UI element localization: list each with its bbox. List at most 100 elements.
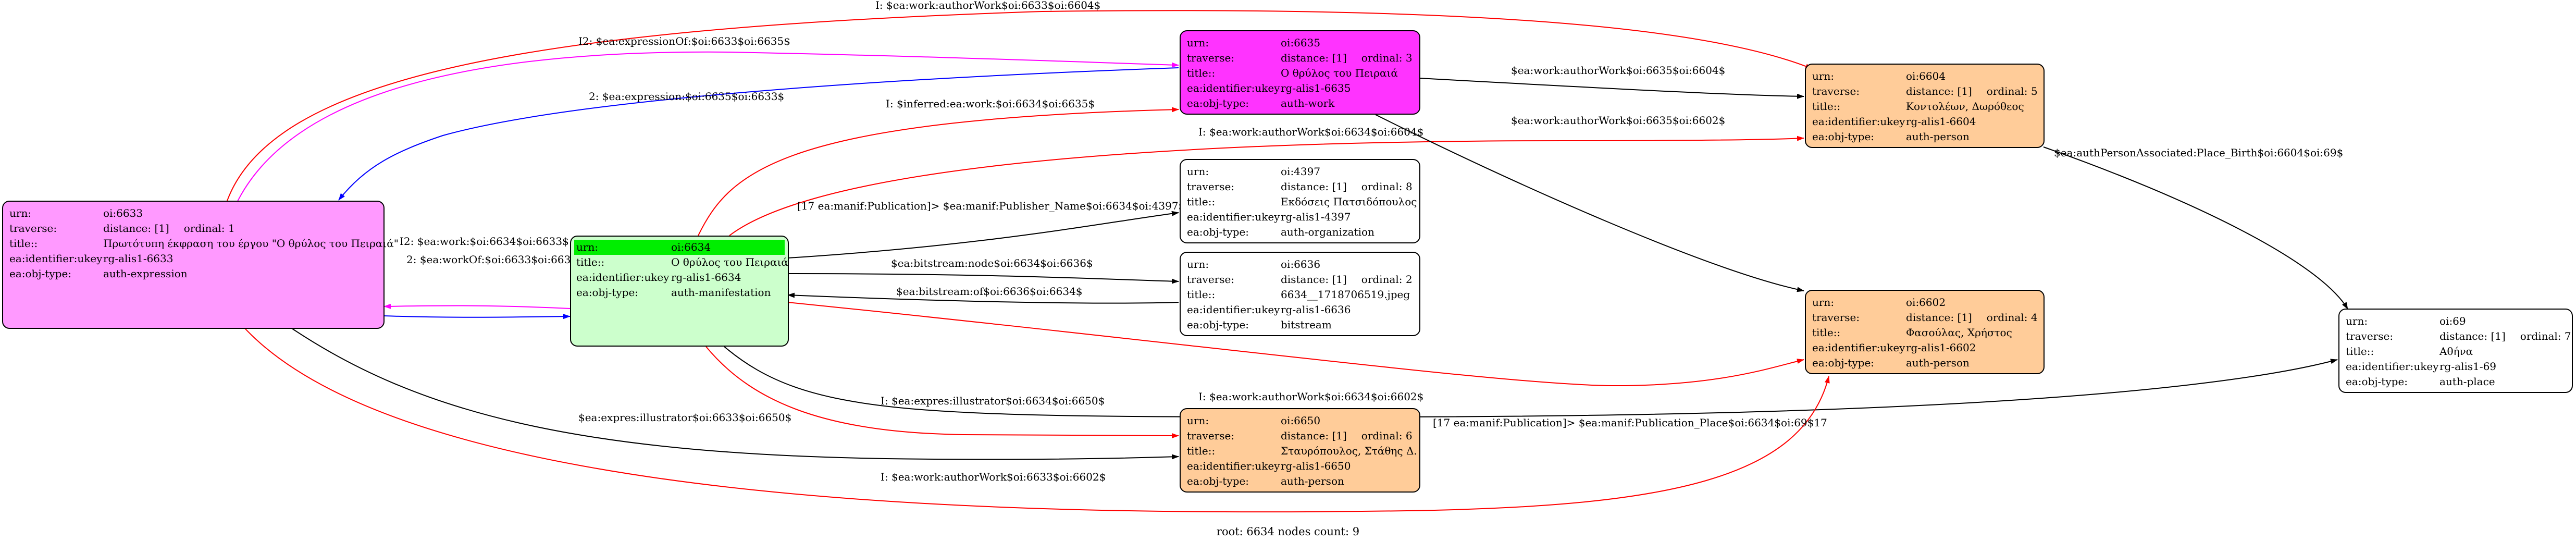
node-identifier: rg-alis1-6636 <box>1281 303 1351 316</box>
edge-label: [17 ea:manif:Publication]> $ea:manif:Pub… <box>1433 416 1827 429</box>
node-oi-4397[interactable]: urn:oi:4397 traverse:distance: [1]ordina… <box>1180 159 1420 243</box>
field-label-objtype: ea:obj-type: <box>1812 356 1875 369</box>
field-label-urn: urn: <box>1187 414 1209 427</box>
node-oi-6634-root[interactable]: urn:oi:6634 title::Ο θρύλος του Πειραιά … <box>570 236 789 347</box>
node-ordinal: ordinal: 3 <box>1361 52 1413 64</box>
edge-label: I: $ea:work:authorWork$oi:6633$oi:6604$ <box>875 0 1100 11</box>
field-label-traverse: traverse: <box>1812 311 1860 324</box>
edge-label: 2: $ea:expression:$oi:6635$oi:6633$ <box>589 90 784 103</box>
node-identifier: rg-alis1-6635 <box>1281 82 1351 94</box>
node-identifier: rg-alis1-6604 <box>1906 115 1976 128</box>
edge-label: [17 ea:manif:Publication]> $ea:manif:Pub… <box>797 200 1198 212</box>
node-distance: distance: [1] <box>103 222 169 235</box>
edge-6635-6602-authorwork <box>1375 114 1804 292</box>
footer-caption: root: 6634 nodes count: 9 <box>1216 525 1360 538</box>
field-label-title: title:: <box>1187 195 1216 208</box>
edge-6634-69-publication-place <box>724 346 2338 418</box>
field-label-urn: urn: <box>1187 36 1209 49</box>
field-label-identifier: ea:identifier:ukey <box>1812 341 1905 354</box>
edge-6635-6604-authorwork <box>1419 78 1804 99</box>
edge-label: I: $inferred:ea:work:$oi:6634$oi:6635$ <box>886 97 1095 110</box>
edge-label: $ea:bitstream:node$oi:6634$oi:6636$ <box>891 257 1093 269</box>
node-title: 6634__1718706519.jpeg <box>1281 288 1410 301</box>
node-ordinal: ordinal: 7 <box>2520 330 2571 342</box>
node-title: Πρωτότυπη έκφραση του έργου "Ο θρύλος το… <box>103 237 399 250</box>
edge-6633-6634-workof <box>383 314 571 319</box>
node-urn: oi:6650 <box>1281 414 1321 427</box>
node-oi-6633[interactable]: urn:oi:6633 traverse:distance: [1]ordina… <box>2 201 399 329</box>
edge-label: I: $ea:work:authorWork$oi:6634$oi:6604$ <box>1198 126 1423 138</box>
edge-6634-6635-inferred-work <box>698 107 1179 236</box>
node-distance: distance: [1] <box>1281 52 1347 64</box>
node-distance: distance: [1] <box>1281 429 1347 442</box>
node-urn: oi:6633 <box>103 207 143 219</box>
field-label-identifier: ea:identifier:ukey <box>1187 82 1280 94</box>
edge-6634-6633-work <box>383 303 571 309</box>
node-oi-6635[interactable]: urn:oi:6635 traverse:distance: [1]ordina… <box>1180 30 1420 115</box>
node-oi-6604[interactable]: urn:oi:6604 traverse:distance: [1]ordina… <box>1805 64 2045 148</box>
field-label-urn: urn: <box>2346 315 2368 327</box>
node-distance: distance: [1] <box>1906 311 1972 324</box>
node-oi-6602[interactable]: urn:oi:6602 traverse:distance: [1]ordina… <box>1805 290 2045 374</box>
node-identifier: rg-alis1-6633 <box>103 252 174 265</box>
field-label-identifier: ea:identifier:ukey <box>1187 211 1280 223</box>
node-distance: distance: [1] <box>2439 330 2506 342</box>
field-label-identifier: ea:identifier:ukey <box>9 252 103 265</box>
field-label-objtype: ea:obj-type: <box>2346 375 2408 388</box>
field-label-objtype: ea:obj-type: <box>9 267 72 280</box>
edge-label: I: $ea:expres:illustrator$oi:6634$oi:665… <box>881 395 1105 407</box>
edge-label: I: $ea:work:authorWork$oi:6633$oi:6602$ <box>881 471 1106 483</box>
node-ordinal: ordinal: 5 <box>1986 85 2038 97</box>
field-label-title: title:: <box>9 237 38 250</box>
node-identifier: rg-alis1-4397 <box>1281 211 1351 223</box>
node-oi-6636[interactable]: urn:oi:6636 traverse:distance: [1]ordina… <box>1180 252 1420 336</box>
node-oi-6650[interactable]: urn:oi:6650 traverse:distance: [1]ordina… <box>1180 408 1420 493</box>
edge-label: $ea:bitstream:of$oi:6636$oi:6634$ <box>896 285 1083 298</box>
edge-6634-6602-authorwork <box>787 302 1804 387</box>
field-label-title: title:: <box>1187 288 1216 301</box>
node-urn: oi:6634 <box>671 240 783 255</box>
node-oi-69[interactable]: urn: oi:69 traverse: distance: [1] ordinal:… <box>2338 309 2573 393</box>
field-label-identifier: ea:identifier:ukey <box>576 271 670 284</box>
field-label-urn: urn: <box>576 241 599 253</box>
edge-6634-6650-illustrator <box>705 346 1179 438</box>
field-label-objtype: ea:obj-type: <box>1187 318 1249 331</box>
edge-label: $ea:work:authorWork$oi:6635$oi:6602$ <box>1511 114 1725 127</box>
edge-6633-6602-authorwork <box>244 328 1830 513</box>
field-label-identifier: ea:identifier:ukey <box>2346 360 2439 373</box>
edge-6633-6604-authorwork <box>226 10 1813 203</box>
field-label-title: title:: <box>1187 67 1216 79</box>
field-label-traverse: traverse: <box>1187 52 1235 64</box>
edge-label: I: $ea:work:authorWork$oi:6634$oi:6602$ <box>1198 390 1423 403</box>
edge-6633-6635-expressionof <box>237 51 1179 203</box>
edge-label: 2: $ea:workOf:$oi:6633$oi:6634$ <box>406 253 584 266</box>
field-label-title: title:: <box>576 256 605 268</box>
node-title: Ο θρύλος του Πειραιά <box>671 256 788 268</box>
node-identifier: rg-alis1-6602 <box>1906 341 1976 354</box>
field-label-traverse: traverse: <box>2346 330 2394 342</box>
field-label-traverse: traverse: <box>1187 429 1235 442</box>
node-urn: oi:6602 <box>1906 296 1946 309</box>
node-urn: oi:6604 <box>1906 70 1946 82</box>
field-label-traverse: traverse: <box>1187 180 1235 193</box>
field-label-traverse: traverse: <box>1812 85 1860 97</box>
node-identifier: rg-alis1-69 <box>2439 360 2497 373</box>
node-identifier: rg-alis1-6634 <box>671 271 741 284</box>
node-ordinal: ordinal: 1 <box>183 222 235 235</box>
field-label-urn: urn: <box>1812 296 1835 309</box>
node-title: Κοντολέων, Δωρόθεος <box>1906 100 2024 113</box>
node-urn: oi:69 <box>2439 315 2466 327</box>
node-objtype: bitstream <box>1281 318 1332 331</box>
node-objtype: auth-work <box>1281 97 1335 109</box>
field-label-identifier: ea:identifier:ukey <box>1812 115 1905 128</box>
field-label-objtype: ea:obj-type: <box>576 286 639 299</box>
edge-label: I2: $ea:work:$oi:6634$oi:6633$ <box>400 235 569 248</box>
node-identifier: rg-alis1-6650 <box>1281 460 1351 472</box>
field-label-objtype: ea:obj-type: <box>1187 226 1249 238</box>
node-objtype: auth-place <box>2439 375 2495 388</box>
field-label-objtype: ea:obj-type: <box>1812 130 1875 143</box>
field-label-traverse: traverse: <box>1187 273 1235 286</box>
field-label-title: title:: <box>1812 326 1841 339</box>
node-distance: distance: [1] <box>1281 180 1347 193</box>
